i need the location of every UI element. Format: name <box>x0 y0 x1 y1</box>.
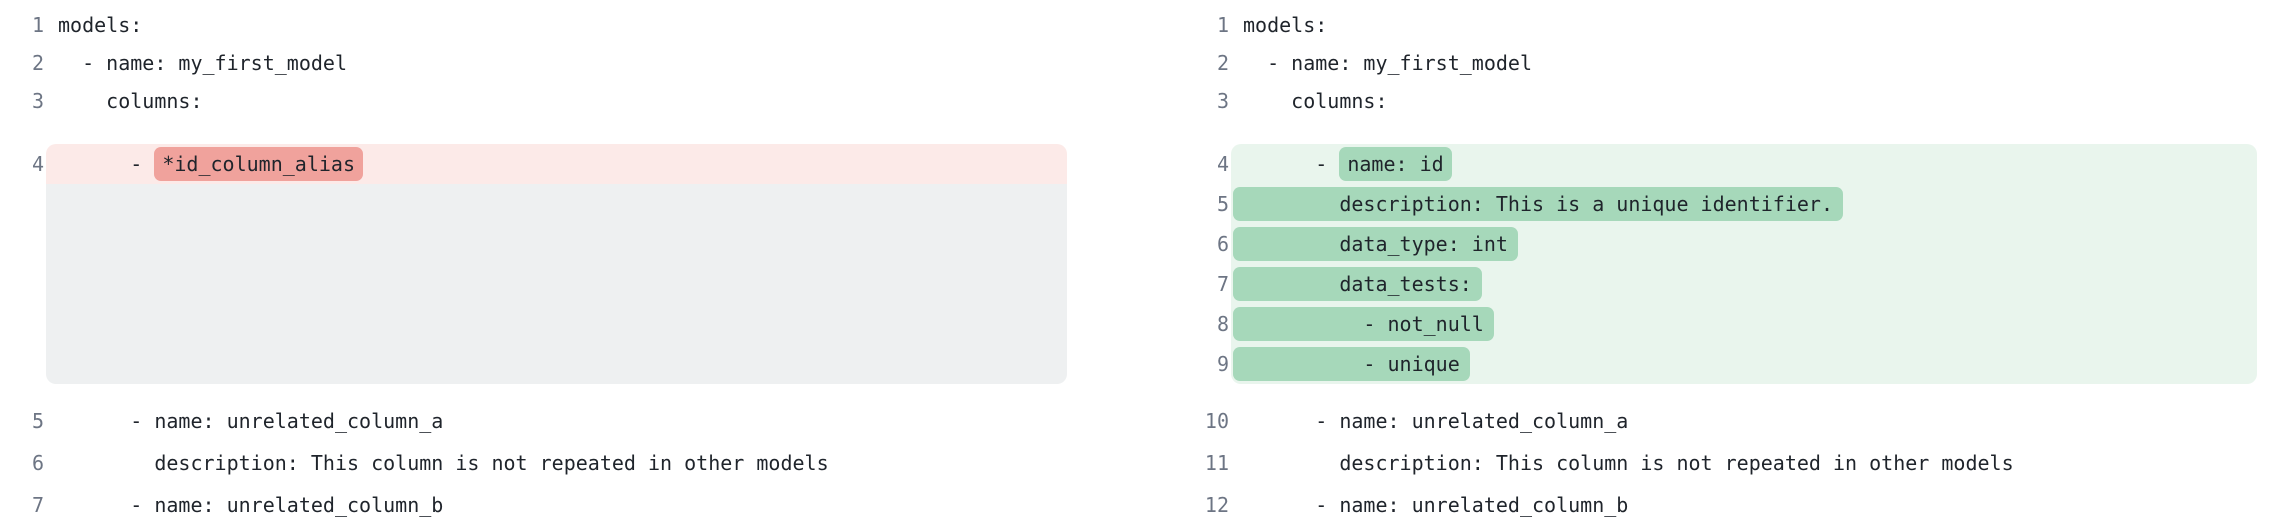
code-line: 3 columns: <box>1193 82 2257 120</box>
code-text: description: This column is not repeated… <box>1243 451 2014 475</box>
code-line: 4 - *id_column_alias <box>8 144 1067 184</box>
added-token: data_tests: <box>1233 267 1482 301</box>
line-number: 6 <box>31 451 44 475</box>
code-text: columns: <box>1243 89 1388 113</box>
line-number: 7 <box>31 493 44 517</box>
code-line: 6 data_type: int <box>1193 224 2257 264</box>
line-number: 1 <box>1216 13 1229 37</box>
code-line: 2 - name: my_first_model <box>8 44 1067 82</box>
code-line: 3 columns: <box>8 82 1067 120</box>
line-number: 4 <box>1216 152 1229 176</box>
code-text: models: <box>58 13 143 37</box>
code-line: 9 - unique <box>1193 344 2257 384</box>
code-text: columns: <box>58 89 203 113</box>
code-text: data_tests: <box>1233 267 1482 301</box>
code-text: - name: unrelated_column_b <box>58 493 444 517</box>
line-number: 5 <box>31 409 44 433</box>
code-line: 5 description: This is a unique identifi… <box>1193 184 2257 224</box>
code-line: 4 - name: id <box>1193 144 2257 184</box>
line-number: 11 <box>1204 451 1229 475</box>
added-token: name: id <box>1339 147 1452 181</box>
line-number: 7 <box>1216 272 1229 296</box>
line-number: 9 <box>1216 352 1229 376</box>
code-text: description: This column is not repeated… <box>58 451 829 475</box>
code-text: - name: id <box>1243 147 1452 181</box>
code-text: - name: my_first_model <box>58 51 347 75</box>
added-token: - unique <box>1233 347 1470 381</box>
line-number: 4 <box>31 152 44 176</box>
code-text: - *id_column_alias <box>58 147 363 181</box>
code-indent: - <box>1243 152 1340 176</box>
line-number: 1 <box>31 13 44 37</box>
code-line: 5 - name: unrelated_column_a <box>8 400 1067 442</box>
code-line: 7 - name: unrelated_column_b <box>8 484 1067 526</box>
code-text: - name: unrelated_column_a <box>1243 409 1629 433</box>
line-number: 8 <box>1216 312 1229 336</box>
code-indent: - <box>58 152 155 176</box>
added-token: - not_null <box>1233 307 1494 341</box>
code-line: 1 models: <box>1193 6 2257 44</box>
code-line: 2 - name: my_first_model <box>1193 44 2257 82</box>
added-token: description: This is a unique identifier… <box>1233 187 1844 221</box>
code-text: - name: unrelated_column_b <box>1243 493 1629 517</box>
code-line: 6 description: This column is not repeat… <box>8 442 1067 484</box>
line-number: 12 <box>1204 493 1229 517</box>
removed-diff-block: 4 - *id_column_alias <box>8 144 1067 384</box>
omitted-lines-placeholder <box>8 184 1067 384</box>
code-line: 7 data_tests: <box>1193 264 2257 304</box>
line-number: 3 <box>31 89 44 113</box>
line-number: 5 <box>1216 192 1229 216</box>
line-number: 6 <box>1216 232 1229 256</box>
code-text: description: This is a unique identifier… <box>1233 187 1844 221</box>
code-line: 11 description: This column is not repea… <box>1193 442 2257 484</box>
code-text: - name: my_first_model <box>1243 51 1532 75</box>
code-line: 12 - name: unrelated_column_b <box>1193 484 2257 526</box>
code-line: 10 - name: unrelated_column_a <box>1193 400 2257 442</box>
code-line: 1 models: <box>8 6 1067 44</box>
code-line: 8 - not_null <box>1193 304 2257 344</box>
code-text: - unique <box>1233 347 1470 381</box>
code-text: - name: unrelated_column_a <box>58 409 444 433</box>
line-number: 10 <box>1204 409 1229 433</box>
line-number: 2 <box>1216 51 1229 75</box>
code-text: data_type: int <box>1233 227 1518 261</box>
line-number: 2 <box>31 51 44 75</box>
line-number: 3 <box>1216 89 1229 113</box>
code-text: models: <box>1243 13 1328 37</box>
added-token: data_type: int <box>1233 227 1518 261</box>
removed-token: *id_column_alias <box>154 147 363 181</box>
code-text: - not_null <box>1233 307 1494 341</box>
